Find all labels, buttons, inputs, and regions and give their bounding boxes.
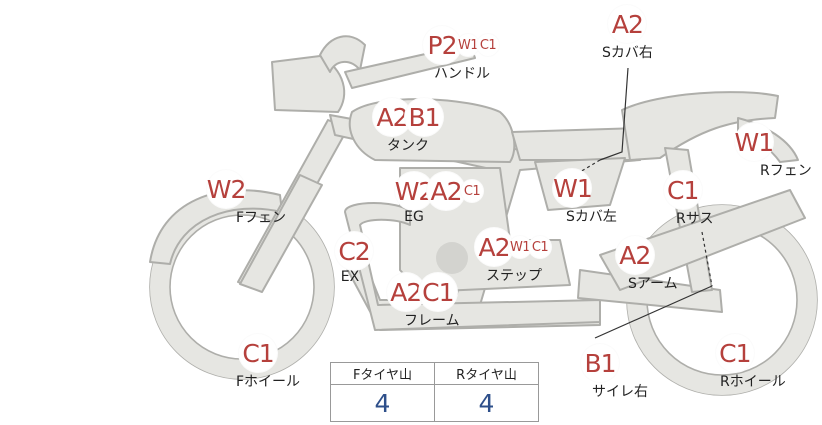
grade-badge: C2 [335, 232, 373, 270]
part-label: EG [404, 209, 424, 225]
part-label: Rフェン [760, 163, 812, 179]
front-tread-value: 4 [330, 384, 435, 422]
callout-scover-left: W1 Sカバ左 [528, 169, 617, 226]
rear-tread-header: Rタイヤ山 [434, 362, 539, 385]
grade-badge: A2 [427, 172, 465, 210]
muffler-shape [599, 189, 806, 291]
callout-rwheel: C1 Rホイール [684, 334, 786, 391]
callout-step: A2 W1 C1 ステップ [475, 228, 551, 285]
table-header-row: Fタイヤ山 Rタイヤ山 [330, 362, 539, 385]
part-label: Sカバ右 [602, 45, 653, 61]
grade-badge: A2 [475, 228, 513, 266]
callout-engine: W2 A2 C1 EG [395, 172, 483, 225]
callout-tank: A2 B1 タンク [373, 98, 443, 155]
callout-frame: A2 C1 フレーム [384, 273, 460, 330]
grade-badge: A2 [615, 236, 654, 274]
part-label: サイレ右 [592, 384, 648, 400]
callout-muffler: B1 サイレ右 [552, 344, 648, 401]
grade-badge: P2 [423, 26, 461, 64]
grade-badge: B1 [581, 344, 619, 382]
front-tread-header: Fタイヤ山 [330, 362, 435, 385]
part-label: ステップ [486, 268, 542, 284]
grade-badge: A2 [373, 98, 411, 136]
part-label: Rサス [676, 211, 714, 227]
callout-fwheel: C1 Fホイール [216, 334, 300, 391]
callout-sarm: A2 Sアーム [592, 236, 678, 293]
grade-badge: B1 [405, 98, 443, 136]
grade-badge: C1 [477, 34, 499, 56]
part-label: Sアーム [628, 276, 678, 292]
part-label: フレーム [404, 313, 460, 329]
grade-badge: C1 [529, 236, 551, 258]
callout-exhaust: C2 EX [335, 232, 373, 285]
rear-tread-value: 4 [434, 384, 539, 422]
tire-tread-table: Fタイヤ山 Rタイヤ山 4 4 [330, 362, 539, 422]
engine-cover-shape [436, 242, 468, 274]
leader-scover-right-dash [579, 159, 601, 173]
rear-fender-shape [621, 91, 779, 161]
grade-badge: A2 [608, 5, 647, 43]
part-label: タンク [387, 138, 429, 154]
grade-badge: W1 [457, 34, 479, 56]
part-label: Fホイール [236, 374, 301, 390]
part-label: Rホイール [720, 374, 786, 390]
grade-badge: W1 [509, 236, 531, 258]
part-label: ハンドル [434, 66, 490, 82]
part-label: EX [340, 269, 360, 285]
seat-shape [511, 127, 641, 161]
grade-badge: C1 [418, 273, 457, 311]
grade-badge: C1 [239, 334, 278, 372]
grade-badge: W1 [553, 169, 593, 207]
grade-badge: W1 [735, 123, 774, 161]
part-label: Sカバ左 [566, 209, 617, 225]
grade-badge: W2 [207, 170, 246, 208]
grade-badge: C1 [663, 171, 702, 209]
table-row: 4 4 [330, 384, 539, 422]
grade-badge: A2 [386, 273, 425, 311]
callout-scover-right: A2 Sカバ右 [602, 5, 653, 62]
callout-handle: P2 W1 C1 ハンドル [423, 26, 499, 83]
callout-rfender: W1 Rフェン [696, 123, 812, 180]
callout-rsus: C1 Rサス [652, 171, 713, 228]
leader-muffler [594, 285, 713, 339]
part-label: Fフェン [236, 210, 287, 226]
callout-ffender: W2 Fフェン [166, 170, 286, 227]
handlebar-shape [319, 35, 366, 73]
leader-scover-right [599, 67, 629, 161]
grade-badge: C1 [715, 334, 754, 372]
grade-badge: C1 [461, 180, 483, 202]
fork-outer-shape [239, 174, 323, 293]
